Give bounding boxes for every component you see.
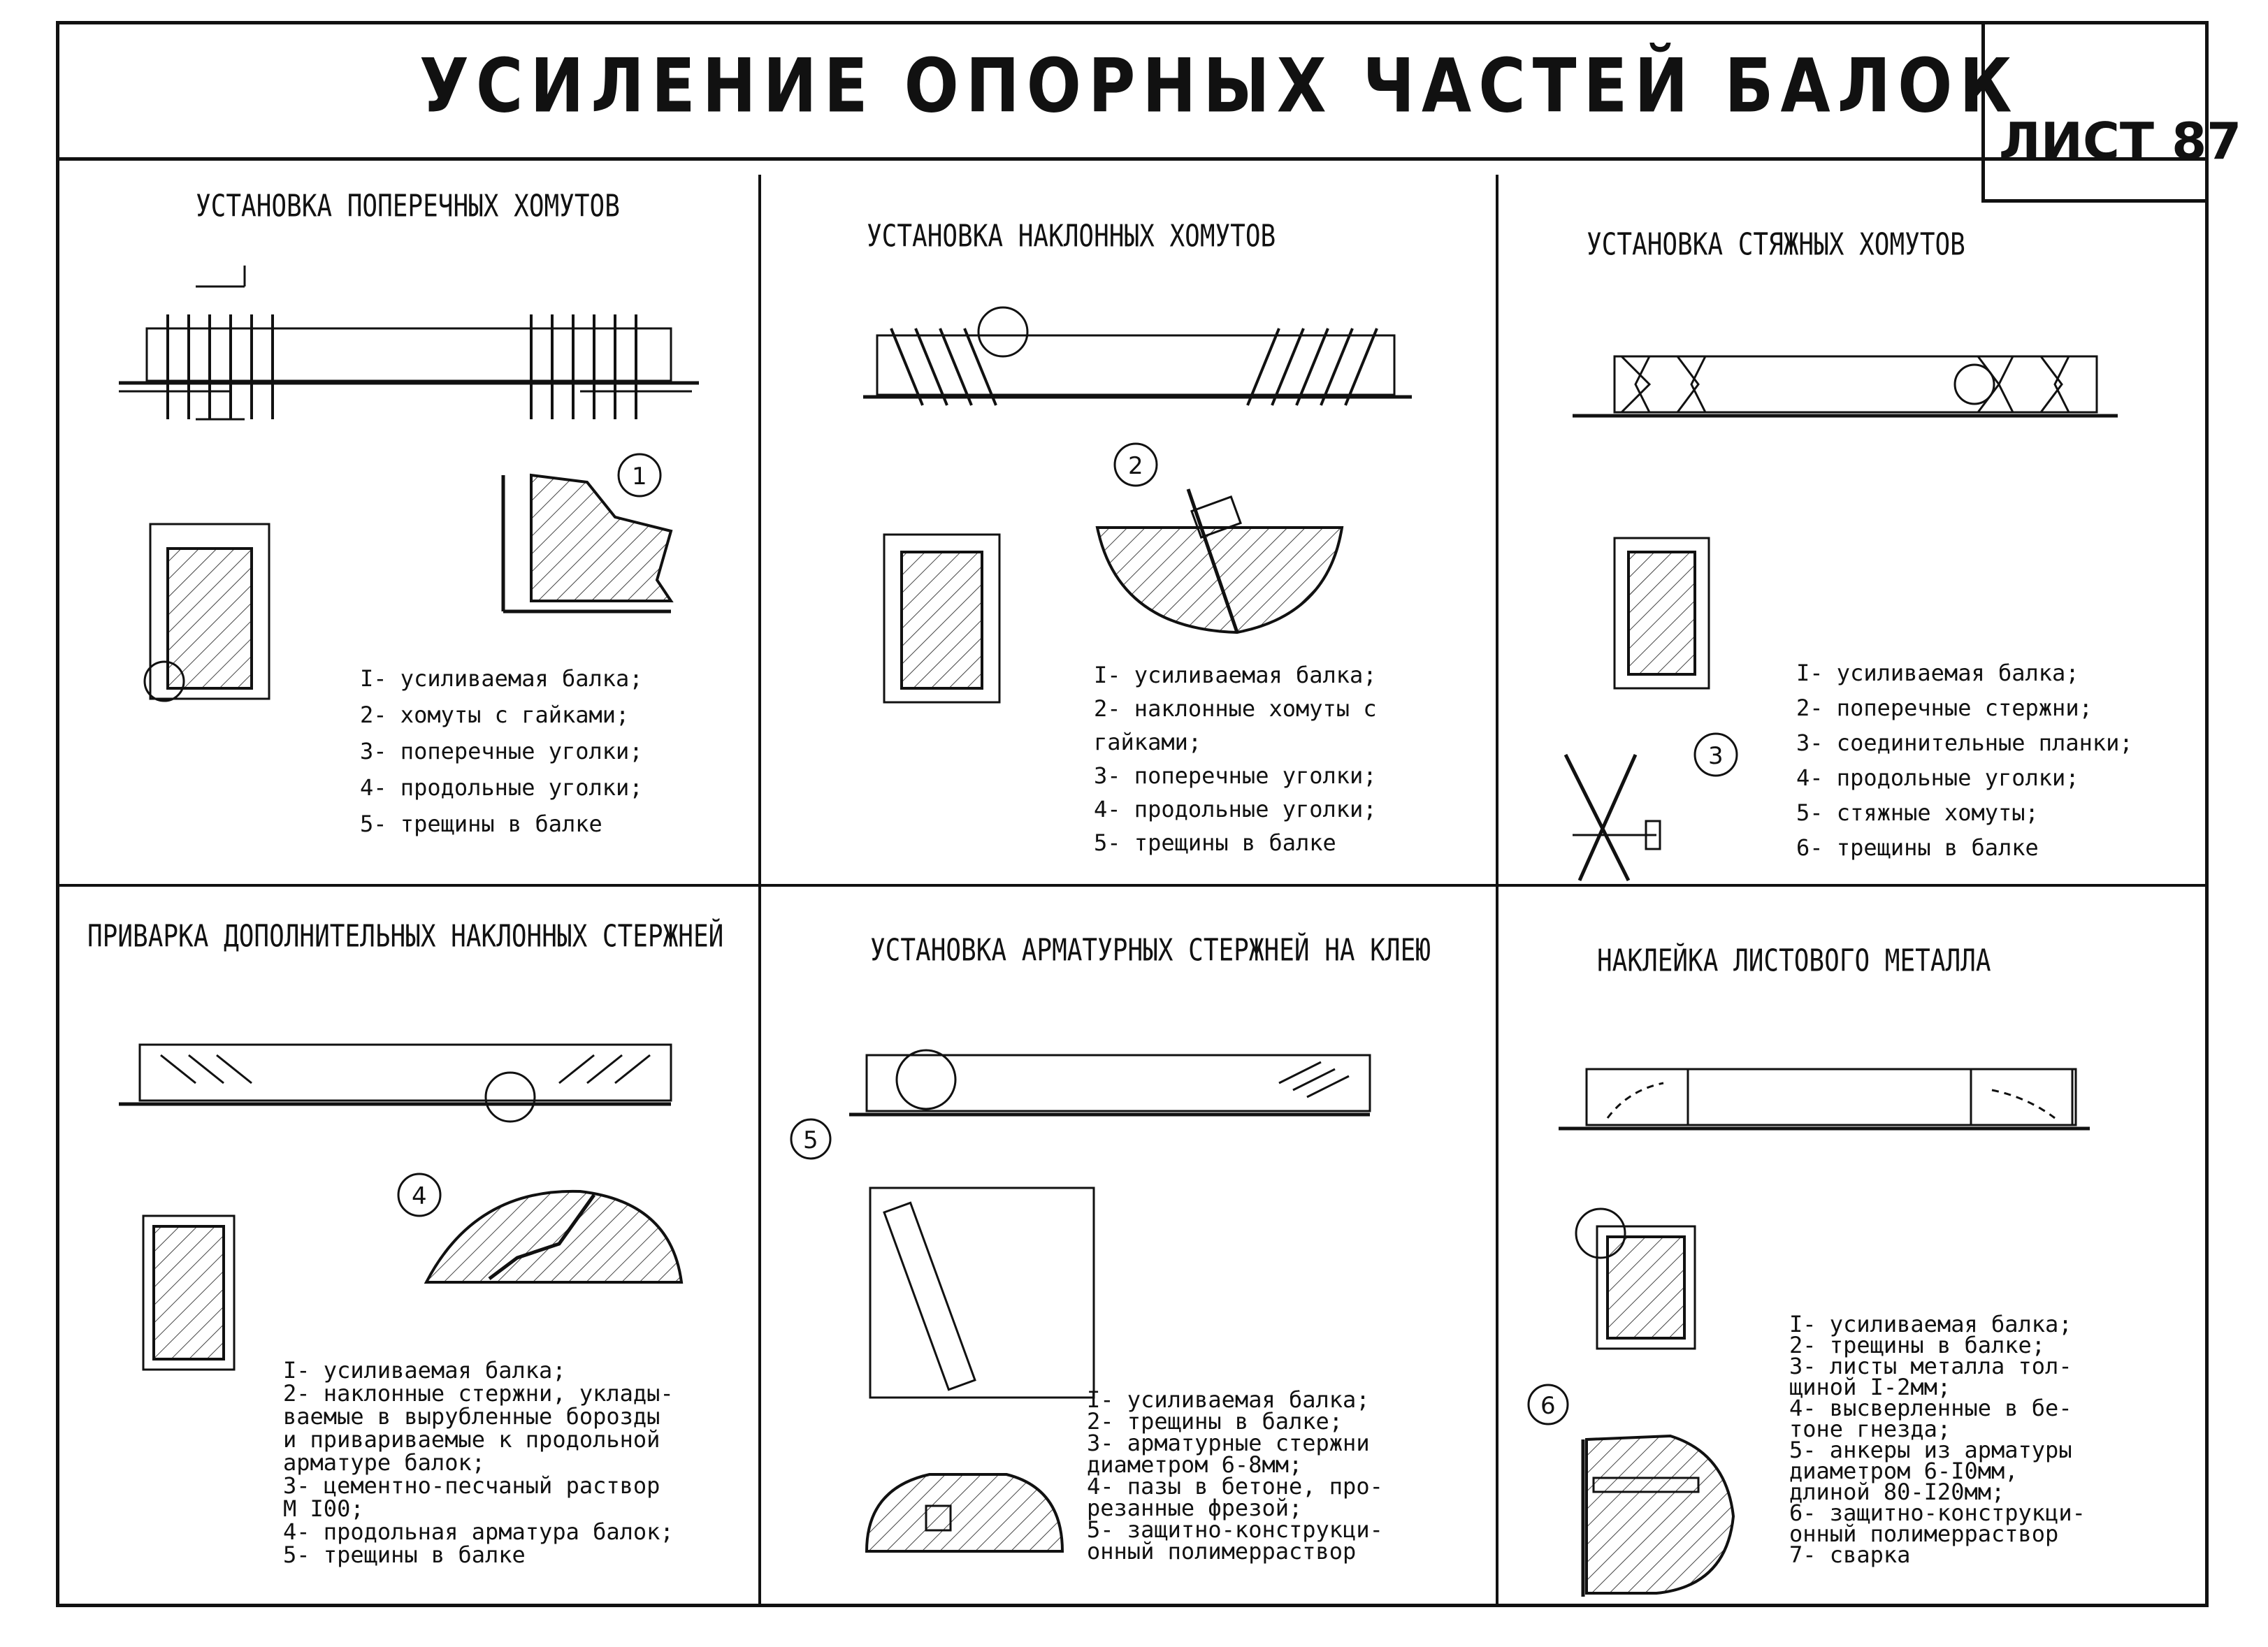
- legend-item: I- усиливаемая балка;: [360, 665, 643, 692]
- legend-item: и привариваемые к продольной: [283, 1426, 660, 1453]
- legend-item: М I00;: [283, 1495, 364, 1522]
- legend-item: I- усиливаемая балка;: [1796, 660, 2079, 686]
- legend-item: 7- сварка: [1789, 1541, 1911, 1568]
- legend-item: 3- цементно-песчаный раствор: [283, 1472, 660, 1499]
- panel-title-tension-clamps: УСТАНОВКА СТЯЖНЫХ ХОМУТОВ: [1587, 227, 1965, 263]
- p5-detail-view: [869, 1187, 1095, 1399]
- p3-detail-view: 3: [1563, 732, 1738, 882]
- legend-item: диаметром 6-8мм;: [1087, 1451, 1303, 1478]
- legend-item: ваемые в вырубленные борозды: [283, 1403, 660, 1430]
- legend-item: арматуре балок;: [283, 1449, 485, 1476]
- p1-elevation-view: [119, 266, 699, 421]
- svg-text:6: 6: [1540, 1392, 1556, 1420]
- legend-item: 2- хомуты с гайками;: [360, 702, 630, 728]
- legend-p4: I- усиливаемая балка; 2- наклонные стерж…: [283, 1359, 674, 1567]
- p5-elevation-view: 5: [790, 1049, 1371, 1160]
- legend-item: 3- соединительные планки;: [1796, 730, 2133, 756]
- panel-title-transverse-clamps: УСТАНОВКА ПОПЕРЕЧНЫХ ХОМУТОВ: [196, 189, 620, 224]
- legend-item: I- усиливаемая балка;: [1087, 1386, 1370, 1413]
- legend-item: 2- наклонные хомуты с: [1094, 695, 1377, 722]
- grid-divider-v2: [1496, 175, 1498, 1607]
- legend-item: 3- поперечные уголки;: [360, 738, 643, 764]
- sheet-number: ЛИСТ 87: [1999, 112, 2242, 170]
- legend-item: I- усиливаемая балка;: [1094, 662, 1377, 688]
- legend-item: I- усиливаемая балка;: [1789, 1311, 2072, 1337]
- drawing-sheet-frame: [56, 21, 2209, 1607]
- legend-item: 5- трещины в балке: [360, 811, 602, 837]
- panel-title-inclined-clamps: УСТАНОВКА НАКЛОННЫХ ХОМУТОВ: [867, 219, 1276, 254]
- legend-item: тоне гнезда;: [1789, 1416, 1951, 1442]
- panel-title-welded-rods: ПРИВАРКА ДОПОЛНИТЕЛЬНЫХ НАКЛОННЫХ СТЕРЖН…: [87, 919, 724, 955]
- legend-p1: I- усиливаемая балка; 2- хомуты с гайкам…: [360, 660, 643, 842]
- legend-item: 4- продольные уголки;: [1796, 764, 2079, 791]
- p6-elevation-view: [1559, 1068, 2090, 1131]
- svg-text:4: 4: [412, 1182, 427, 1210]
- panel-title-sheet-metal: НАКЛЕЙКА ЛИСТОВОГО МЕТАЛЛА: [1597, 943, 1991, 979]
- sheet-number-box: [1981, 21, 2209, 203]
- svg-text:5: 5: [803, 1126, 818, 1154]
- grid-divider-h: [56, 884, 2209, 887]
- panel-title-glued-rods: УСТАНОВКА АРМАТУРНЫХ СТЕРЖНЕЙ НА КЛЕЮ: [870, 933, 1431, 968]
- legend-item: 4- продольные уголки;: [1094, 796, 1377, 822]
- legend-item: 5- анкеры из арматуры: [1789, 1437, 2072, 1463]
- legend-p5: I- усиливаемая балка; 2- трещины в балке…: [1087, 1386, 1383, 1565]
- p2-section-view: [883, 533, 1001, 704]
- legend-item: длиной 80-I20мм;: [1789, 1479, 2005, 1505]
- legend-p2: I- усиливаемая балка; 2- наклонные хомут…: [1094, 658, 1377, 859]
- legend-item: 2- трещины в балке;: [1789, 1332, 2046, 1358]
- svg-text:3: 3: [1708, 742, 1724, 770]
- p1-detail-view: 1: [501, 453, 674, 614]
- legend-item: онный полимерраствор: [1789, 1521, 2059, 1547]
- p2-elevation-view: [863, 306, 1412, 406]
- legend-item: 2- наклонные стержни, уклады-: [283, 1380, 674, 1407]
- legend-item: 2- трещины в балке;: [1087, 1408, 1343, 1435]
- page-title: УСИЛЕНИЕ ОПОРНЫХ ЧАСТЕЙ БАЛОК: [419, 43, 2019, 130]
- legend-item: 4- высверленные в бе-: [1789, 1395, 2072, 1421]
- legend-item: 2- поперечные стержни;: [1796, 695, 2093, 721]
- legend-item: 4- продольные уголки;: [360, 774, 643, 801]
- legend-item: 5- защитно-конструкци-: [1087, 1516, 1383, 1543]
- legend-item: 5- трещины в балке: [1094, 829, 1336, 856]
- p6-detail-view: [1581, 1434, 1735, 1597]
- legend-item: 6- защитно-конструкци-: [1789, 1500, 2086, 1526]
- legend-item: 5- стяжные хомуты;: [1796, 799, 2039, 826]
- legend-item: 6- трещины в балке: [1796, 834, 2039, 861]
- legend-p6: I- усиливаемая балка; 2- трещины в балке…: [1789, 1311, 2086, 1568]
- p4-section-view: [142, 1214, 236, 1371]
- p4-detail-view: 4: [397, 1173, 684, 1284]
- legend-item: 3- арматурные стержни: [1087, 1430, 1370, 1456]
- p5-section-view: [865, 1473, 1064, 1553]
- p4-elevation-view: [119, 1043, 672, 1123]
- legend-item: 5- трещины в балке: [283, 1541, 526, 1568]
- legend-item: 3- поперечные уголки;: [1094, 762, 1377, 789]
- p2-detail-view: 2: [1095, 442, 1344, 634]
- title-row: [56, 21, 2209, 161]
- p3-section-view: [1613, 537, 1710, 690]
- p6-section-view: 6: [1527, 1207, 1696, 1425]
- legend-item: гайками;: [1094, 729, 1202, 755]
- legend-p3: I- усиливаемая балка; 2- поперечные стер…: [1796, 655, 2133, 865]
- p1-section-view: [143, 523, 270, 702]
- legend-item: щиной I-2мм;: [1789, 1374, 1951, 1400]
- legend-item: 4- пазы в бетоне, про-: [1087, 1473, 1383, 1500]
- legend-item: 4- продольная арматура балок;: [283, 1518, 674, 1545]
- legend-item: онный полимерраствор: [1087, 1538, 1357, 1565]
- legend-item: 3- листы металла тол-: [1789, 1353, 2072, 1379]
- svg-text:1: 1: [632, 463, 647, 491]
- grid-divider-v1: [758, 175, 761, 1607]
- legend-item: I- усиливаемая балка;: [283, 1357, 566, 1384]
- p3-elevation-view: [1573, 355, 2118, 418]
- legend-item: резанные фрезой;: [1087, 1495, 1303, 1521]
- legend-item: диаметром 6-I0мм,: [1789, 1458, 2018, 1484]
- svg-text:2: 2: [1128, 452, 1143, 480]
